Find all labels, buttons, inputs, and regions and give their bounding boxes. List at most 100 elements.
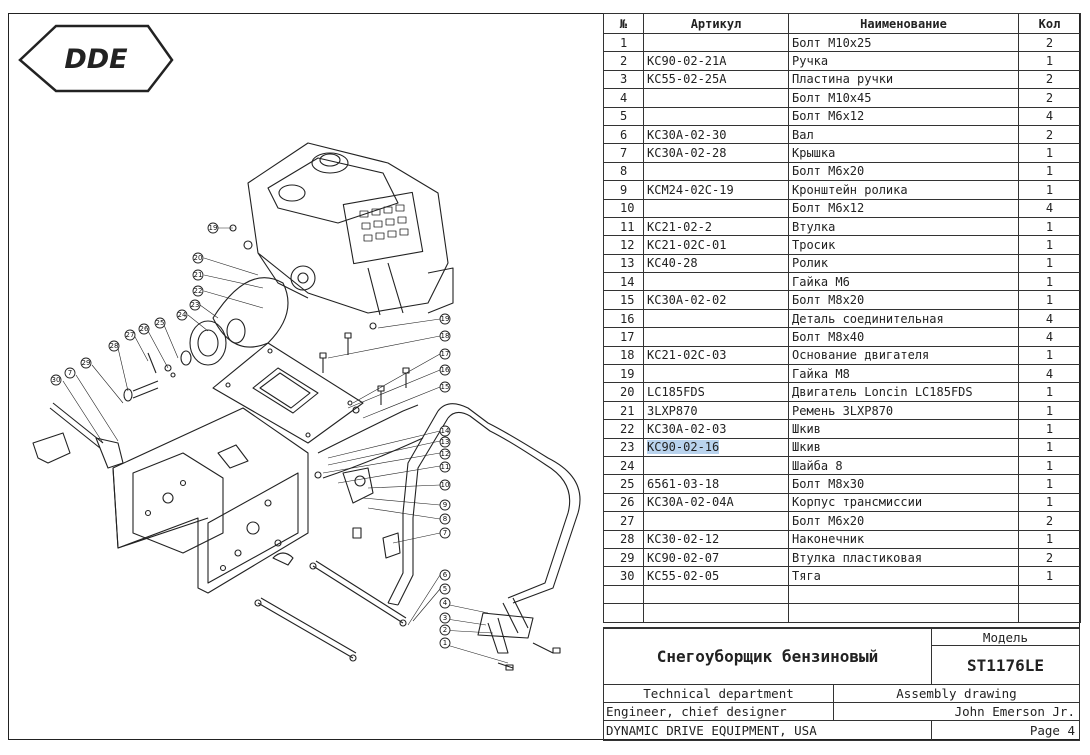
header-article: Артикул <box>643 13 789 34</box>
callout-19b: 19 <box>439 313 451 325</box>
cell-article-text: 3LXP870 <box>647 403 698 418</box>
cell-article: KC55-02-05 <box>643 566 789 586</box>
svg-text:28: 28 <box>110 342 119 350</box>
cell-name-text: Болт M6x20 <box>792 164 865 179</box>
logo-text: DDE <box>64 44 128 75</box>
cell-name: Ремень 3LXP870 <box>788 400 1019 421</box>
callout-24: 24 <box>176 309 188 321</box>
header-qty: Кол <box>1018 13 1081 34</box>
cell-name: Болт M8x30 <box>788 474 1019 494</box>
cell-qty: 4 <box>1018 327 1081 347</box>
cell-qty: 2 <box>1018 69 1081 90</box>
callout-9: 9 <box>439 499 451 511</box>
cell-num: 16 <box>603 308 644 329</box>
cell-num-text: 23 <box>620 440 635 455</box>
cell-qty-text: 1 <box>1045 403 1054 418</box>
svg-text:29: 29 <box>82 359 91 367</box>
cell-name: Гайка M8 <box>788 364 1019 384</box>
roller-bracket <box>342 467 401 559</box>
cell-name: Шайба 8 <box>788 455 1019 476</box>
cell-article-text: KCM24-02C-19 <box>647 182 734 197</box>
cell-num-text: 11 <box>620 219 635 234</box>
cell-num: 28 <box>603 529 644 549</box>
cell-num-text: 27 <box>620 513 635 528</box>
cell-qty-text: 4 <box>1045 311 1054 326</box>
svg-text:5: 5 <box>443 585 447 593</box>
cell-article: KC30A-02-28 <box>643 143 789 163</box>
cell-qty: 1 <box>1018 235 1081 255</box>
cell-name-text: Болт M10x25 <box>792 35 872 50</box>
svg-text:27: 27 <box>126 331 135 339</box>
page-number: Page 4 <box>931 720 1080 741</box>
svg-text:16: 16 <box>441 366 450 374</box>
cell-article: KC90-02-21A <box>643 51 789 71</box>
cable <box>317 404 424 479</box>
cell-name-text: Болт M8x20 <box>792 293 865 308</box>
cell-qty-text: 2 <box>1045 35 1054 50</box>
callout-29: 29 <box>80 357 92 369</box>
cell-article: KC21-02-2 <box>643 216 789 237</box>
cell-qty-text: 1 <box>1045 569 1054 584</box>
cell-article: KC30A-02-03 <box>643 419 789 439</box>
cell-qty: 1 <box>1018 143 1081 163</box>
callout-15: 15 <box>439 381 451 393</box>
cell-article-text: KC21-02C-01 <box>647 237 727 252</box>
cell-article-text: KC90-02-16 <box>647 440 720 455</box>
cell-name: Болт M8x20 <box>788 290 1019 310</box>
cell-name-text: Ролик <box>792 256 829 271</box>
cell-qty-text: 1 <box>1045 348 1054 363</box>
model-label: Модель <box>931 628 1080 646</box>
cell-name: Втулка пластиковая <box>788 547 1019 568</box>
cell-qty-text: 4 <box>1045 201 1054 216</box>
shift-rod <box>32 352 176 469</box>
cell-name: Болт M8x40 <box>788 327 1019 347</box>
cell-name-text: Крышка <box>792 146 836 161</box>
cell-article <box>643 511 789 531</box>
cell-qty: 1 <box>1018 382 1081 402</box>
cell-article: KC90-02-07 <box>643 547 789 568</box>
cell-qty-text: 1 <box>1045 256 1054 271</box>
cell-name: Двигатель Loncin LC185FDS <box>788 382 1019 402</box>
cell-num: 11 <box>603 216 644 237</box>
cell-article <box>643 455 789 476</box>
cell-qty: 1 <box>1018 492 1081 513</box>
svg-text:21: 21 <box>194 271 203 279</box>
cell-name-text: Болт M8x30 <box>792 477 865 492</box>
cell-name-text: Болт M10x45 <box>792 90 872 105</box>
svg-text:13: 13 <box>441 438 450 446</box>
cell-qty: 1 <box>1018 161 1081 182</box>
cell-num-text: 19 <box>620 366 635 381</box>
cell-qty: 4 <box>1018 198 1081 218</box>
cell-name-text: Наконечник <box>792 532 865 547</box>
cell-num: 1 <box>603 32 644 53</box>
cell-name: Основание двигателя <box>788 345 1019 366</box>
cell-num-text: 6 <box>620 127 628 142</box>
cell-num-text: 22 <box>620 421 635 436</box>
callout-22: 22 <box>192 285 204 297</box>
cell-num: 4 <box>603 88 644 108</box>
table-row <box>603 584 1081 605</box>
cell-qty: 1 <box>1018 437 1081 457</box>
svg-text:7: 7 <box>443 529 447 537</box>
cell-num-text: 13 <box>620 256 635 271</box>
cell-article <box>643 308 789 329</box>
cell-num-text: 18 <box>620 348 635 363</box>
svg-text:4: 4 <box>443 599 448 607</box>
cell-article: 6561-03-18 <box>643 474 789 494</box>
cell-qty-text: 4 <box>1045 366 1054 381</box>
cell-name: Вал <box>788 124 1019 145</box>
cell-name: Корпус трансмиссии <box>788 492 1019 513</box>
cell-qty: 1 <box>1018 455 1081 476</box>
cell-qty-text: 1 <box>1045 146 1054 161</box>
transmission-housing <box>112 407 309 594</box>
cell-name: Болт M6x20 <box>788 161 1019 182</box>
callout-5: 5 <box>439 583 451 595</box>
callout-28: 28 <box>108 340 120 352</box>
cell-num-text: 9 <box>620 182 628 197</box>
cell-num: 6 <box>603 124 644 145</box>
svg-text:19: 19 <box>441 315 450 323</box>
